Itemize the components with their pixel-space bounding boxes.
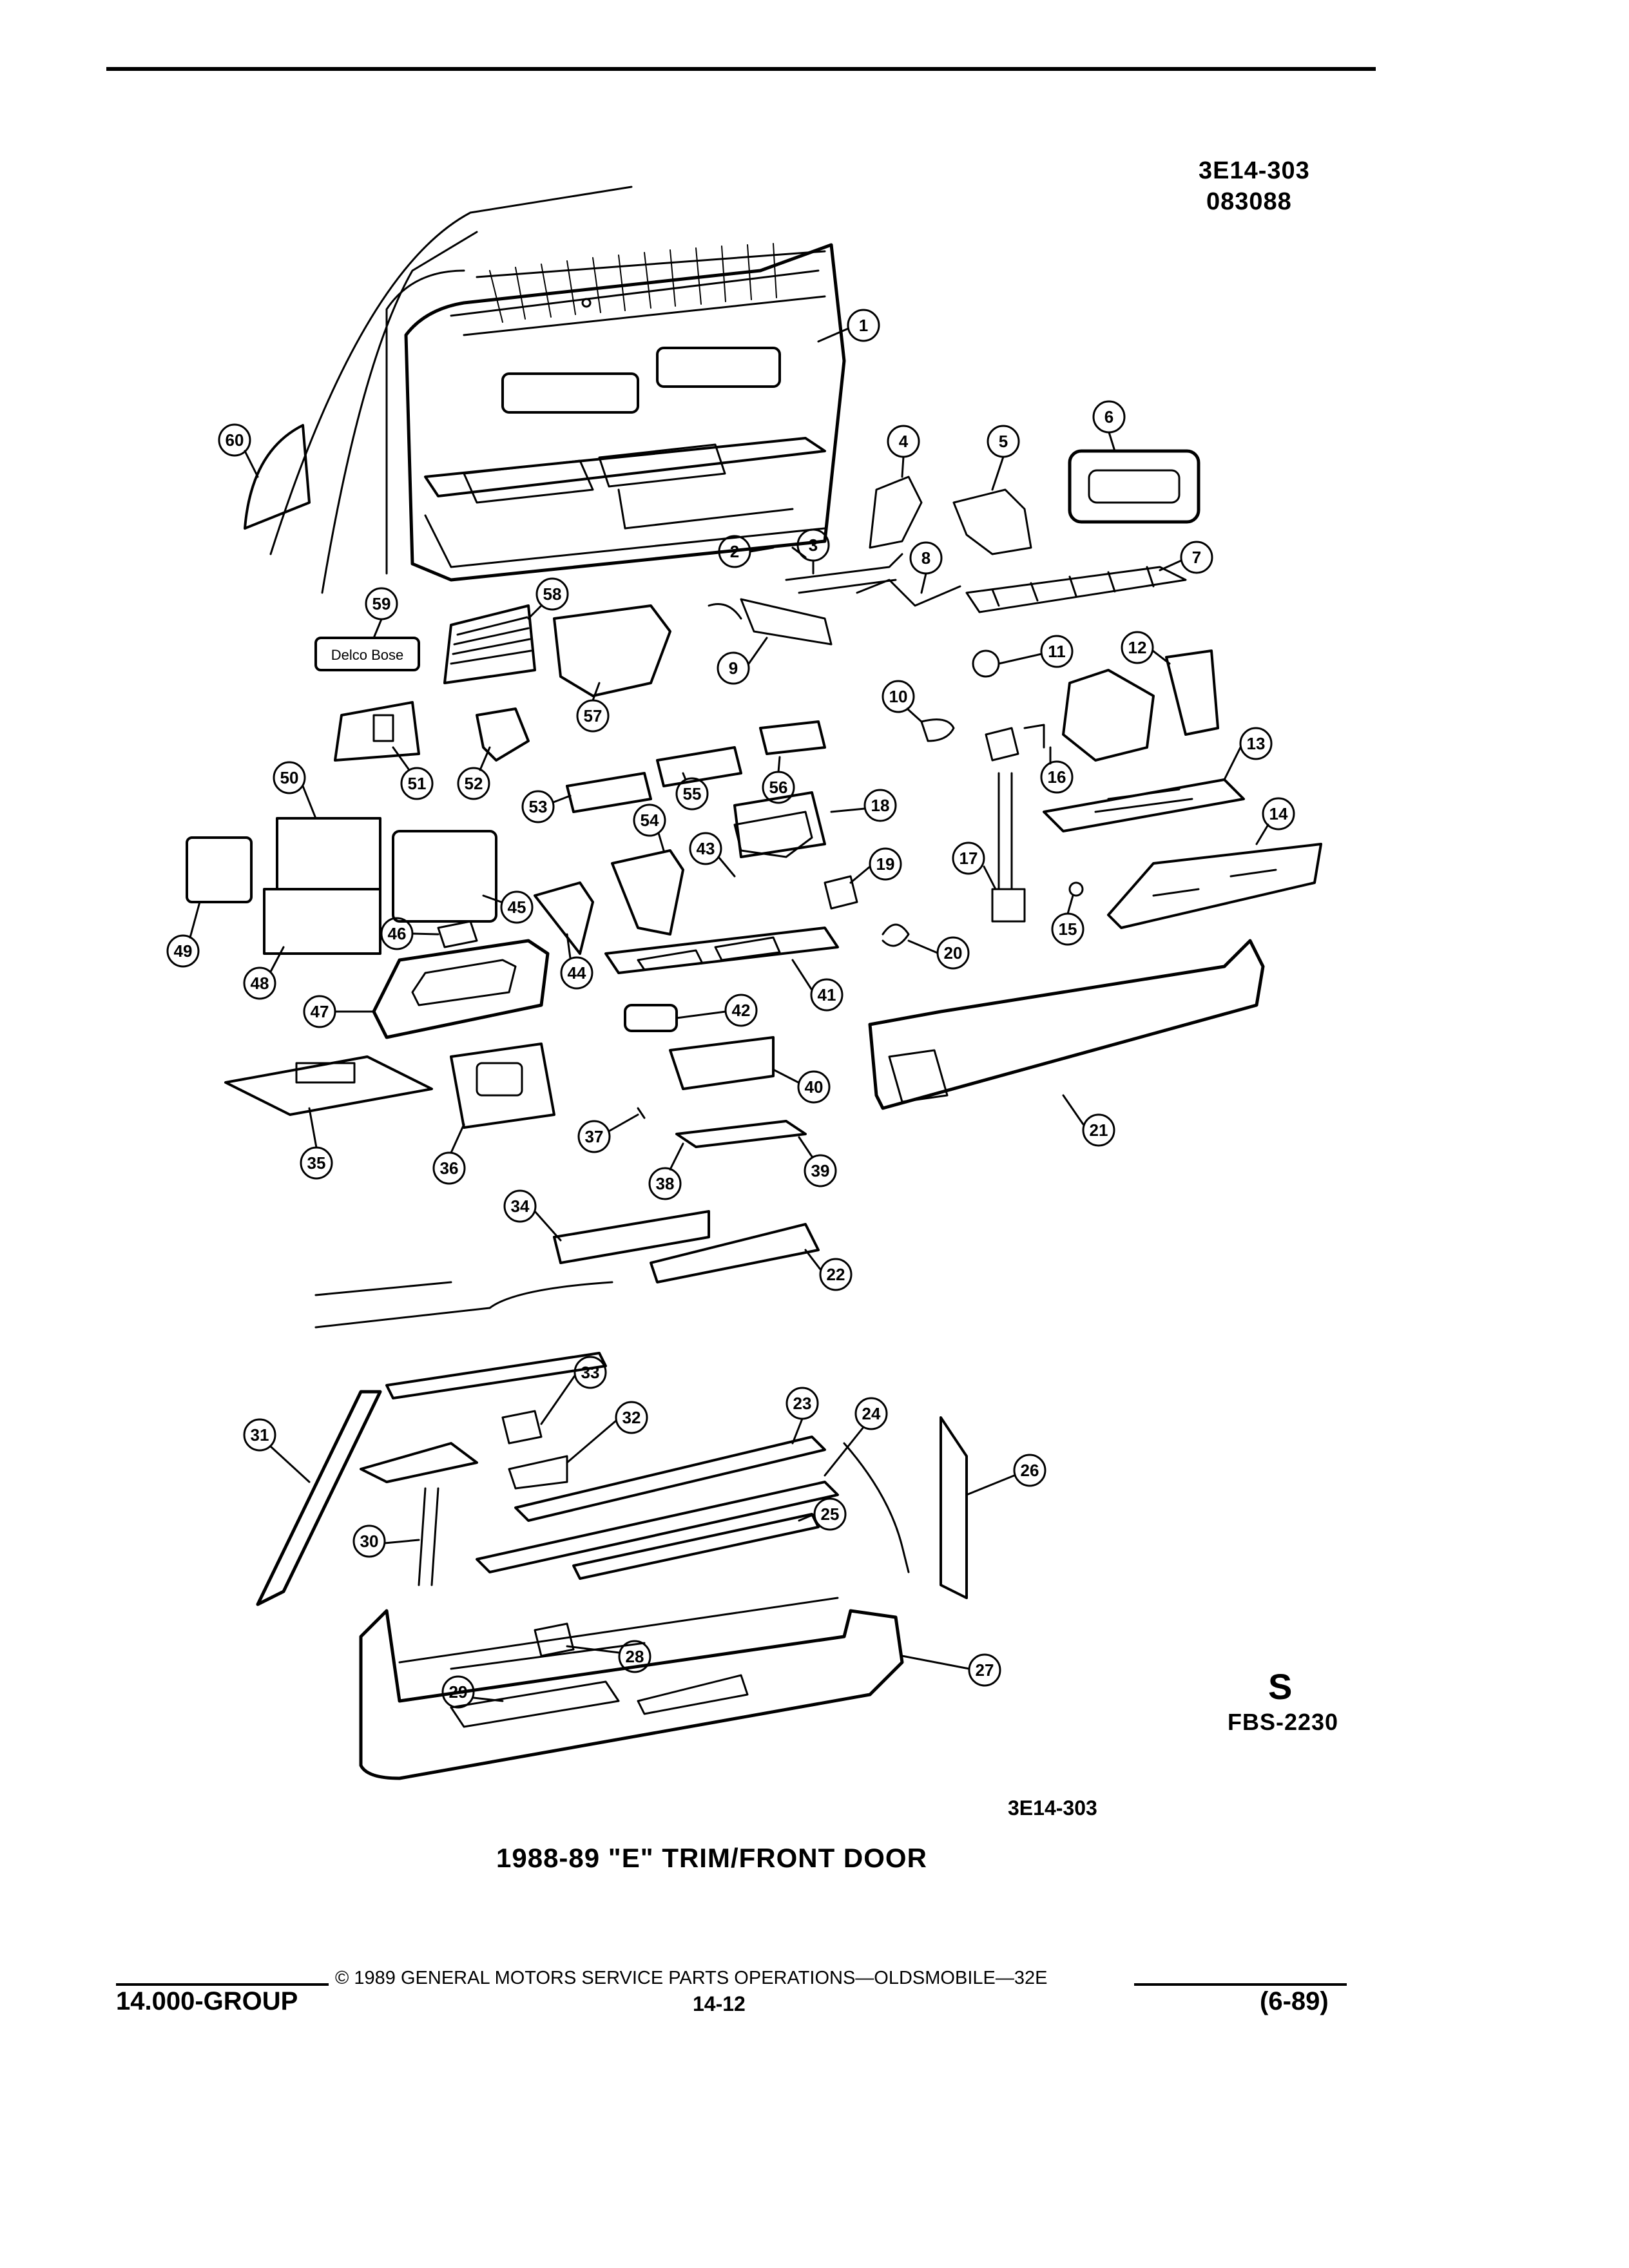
callout-36: 36 [440,1158,459,1178]
footer-rule-left [116,1983,329,1986]
revision-date: (6-89) [1260,1987,1329,2015]
callout-24: 24 [862,1404,881,1423]
callout-17: 17 [959,849,978,868]
callout-37: 37 [585,1127,604,1146]
copyright-line: © 1989 GENERAL MOTORS SERVICE PARTS OPER… [335,1968,1048,1988]
callout-39: 39 [811,1161,830,1180]
callout-28: 28 [626,1647,644,1666]
callout-49: 49 [174,941,193,961]
figure-code: FBS-2230 [1228,1709,1339,1735]
door-module-parts [733,649,1322,947]
callout-56: 56 [769,778,788,797]
switch-bezels-group [334,701,826,858]
callout-31: 31 [251,1425,269,1445]
callout-2: 2 [730,542,739,561]
callout-42: 42 [732,1001,751,1020]
figure-id-label: 3E14-303 [1008,1796,1097,1820]
callout-13: 13 [1247,734,1266,753]
callout-15: 15 [1059,919,1077,939]
callout-30: 30 [360,1532,379,1551]
speaker-grille-and-badge [314,604,671,697]
callout-52: 52 [465,774,483,793]
callout-12: 12 [1128,638,1147,657]
callout-43: 43 [697,839,715,858]
callout-8: 8 [921,548,930,568]
callout-54: 54 [641,811,659,830]
callout-33: 33 [581,1363,600,1382]
callout-25: 25 [821,1504,840,1524]
callout-14: 14 [1269,804,1288,823]
footer-rule-right [1134,1983,1347,1986]
callout-21: 21 [1090,1120,1108,1140]
page-number: 14-12 [693,1992,746,2015]
figure-caption: 1988-89 "E" TRIM/FRONT DOOR [496,1843,927,1873]
callout-40: 40 [805,1077,824,1097]
pull-handle-parts [553,1210,820,1283]
callout-58: 58 [543,584,562,604]
callout-27: 27 [976,1660,994,1680]
callout-6: 6 [1104,407,1113,427]
callout-59: 59 [372,594,391,613]
top-rule [106,67,1376,71]
lower-door-frame [256,1281,968,1780]
callout-7: 7 [1192,548,1201,567]
callout-23: 23 [793,1394,812,1413]
callout-53: 53 [529,797,548,816]
callout-18: 18 [871,796,890,815]
callout-numbers: 1 2 3 4 5 6 7 8 9 10 11 12 13 14 15 16 1… [174,316,1288,1702]
callout-55: 55 [683,784,702,803]
hardware-parts-row [708,449,1200,646]
callout-20: 20 [944,943,963,963]
callout-29: 29 [449,1682,468,1702]
pocket-and-plate-parts [224,1004,807,1148]
callout-50: 50 [280,768,299,787]
callout-41: 41 [818,985,836,1004]
badge-text: Delco Bose [331,647,404,663]
callout-34: 34 [511,1196,530,1216]
group-label: 14.000-GROUP [116,1987,298,2015]
callout-26: 26 [1021,1461,1039,1480]
callout-3: 3 [809,535,818,555]
callout-10: 10 [889,687,908,706]
callout-19: 19 [876,854,895,874]
callout-circles [166,309,1295,1709]
callout-4: 4 [899,432,909,451]
callout-60: 60 [226,430,244,450]
callout-9: 9 [729,658,738,678]
callout-44: 44 [568,963,586,983]
part-21-armrest [868,939,1265,1110]
callout-38: 38 [656,1174,675,1193]
callout-11: 11 [1048,642,1066,661]
part-21-switch-pocket [888,1049,949,1103]
doc-date: 083088 [1206,188,1292,215]
callout-45: 45 [508,898,526,917]
callout-46: 46 [388,924,407,943]
callout-57: 57 [584,706,602,726]
gm-spo-logo: S [1268,1666,1293,1707]
callout-47: 47 [311,1002,329,1021]
callout-22: 22 [827,1265,845,1284]
callout-32: 32 [622,1408,641,1427]
part-60-corner-cover [244,424,311,530]
callout-5: 5 [999,432,1008,451]
doc-number: 3E14-303 [1199,157,1310,184]
armrest-switch-group [186,817,839,1039]
callout-16: 16 [1048,767,1066,787]
callout-51: 51 [408,774,427,793]
door-trim-panel [269,186,846,594]
callout-1: 1 [859,316,868,335]
callout-48: 48 [251,974,269,993]
callout-35: 35 [307,1153,326,1173]
